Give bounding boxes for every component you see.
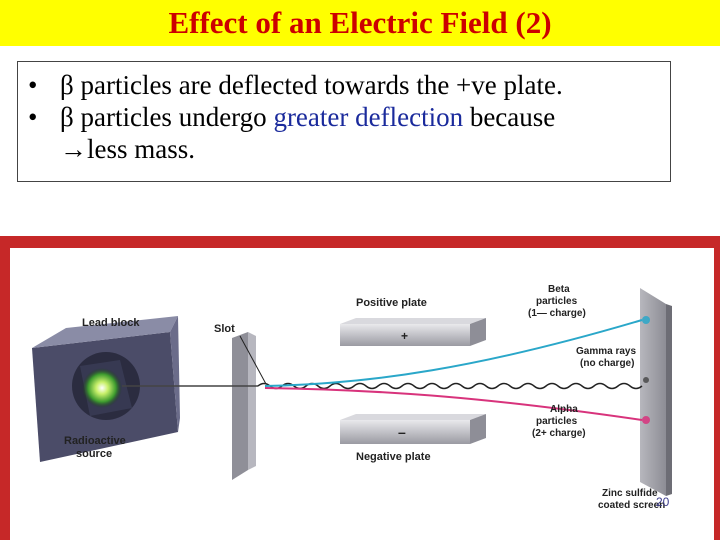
bullet-2-emphasis: greater deflection [273, 102, 463, 132]
alpha-label-2: particles [536, 416, 578, 427]
gamma-label-2: (no charge) [580, 358, 634, 369]
zinc-sulfide-screen [640, 288, 672, 496]
negative-plate: – [340, 414, 486, 444]
alpha-label: Alpha [550, 404, 578, 415]
bullet-2-text-post: because [463, 102, 555, 132]
positive-plate-label: Positive plate [356, 297, 427, 309]
diagram-frame: + – [0, 236, 720, 540]
bullet-1: • β particles are deflected towards the … [28, 69, 670, 101]
diagram-area: + – [10, 248, 714, 540]
gamma-label: Gamma rays [576, 346, 636, 357]
slot-label: Slot [214, 323, 235, 335]
minus-sign: – [398, 424, 406, 440]
beta-label: Beta [548, 284, 570, 295]
source-label: source [76, 448, 112, 460]
bullet-box: • β particles are deflected towards the … [17, 61, 671, 182]
lead-block-label: Lead block [82, 317, 140, 329]
bullet-1-text: β particles are deflected towards the +v… [60, 70, 563, 100]
negative-plate-label: Negative plate [356, 451, 431, 463]
plus-sign: + [401, 329, 408, 343]
page-number: 20 [656, 495, 670, 509]
screen-label: Zinc sulfide [602, 488, 658, 499]
bullet-marker: • [28, 101, 37, 133]
bullet-2: • β particles undergo greater deflection… [28, 101, 670, 165]
radioactive-label: Radioactive [64, 435, 126, 447]
bullet-2-text-pre: β particles undergo [60, 102, 273, 132]
title-bar: Effect of an Electric Field (2) [0, 0, 720, 46]
alpha-label-3: (2+ charge) [532, 428, 586, 439]
slide-title: Effect of an Electric Field (2) [168, 5, 551, 41]
slot-plate [232, 332, 256, 480]
positive-plate: + [340, 318, 486, 346]
beta-label-3: (1— charge) [528, 308, 586, 319]
beta-label-2: particles [536, 296, 578, 307]
electric-field-diagram: + – [10, 248, 714, 540]
bullet-marker: • [28, 69, 37, 101]
bullet-2-line2: →less mass. [60, 134, 195, 164]
